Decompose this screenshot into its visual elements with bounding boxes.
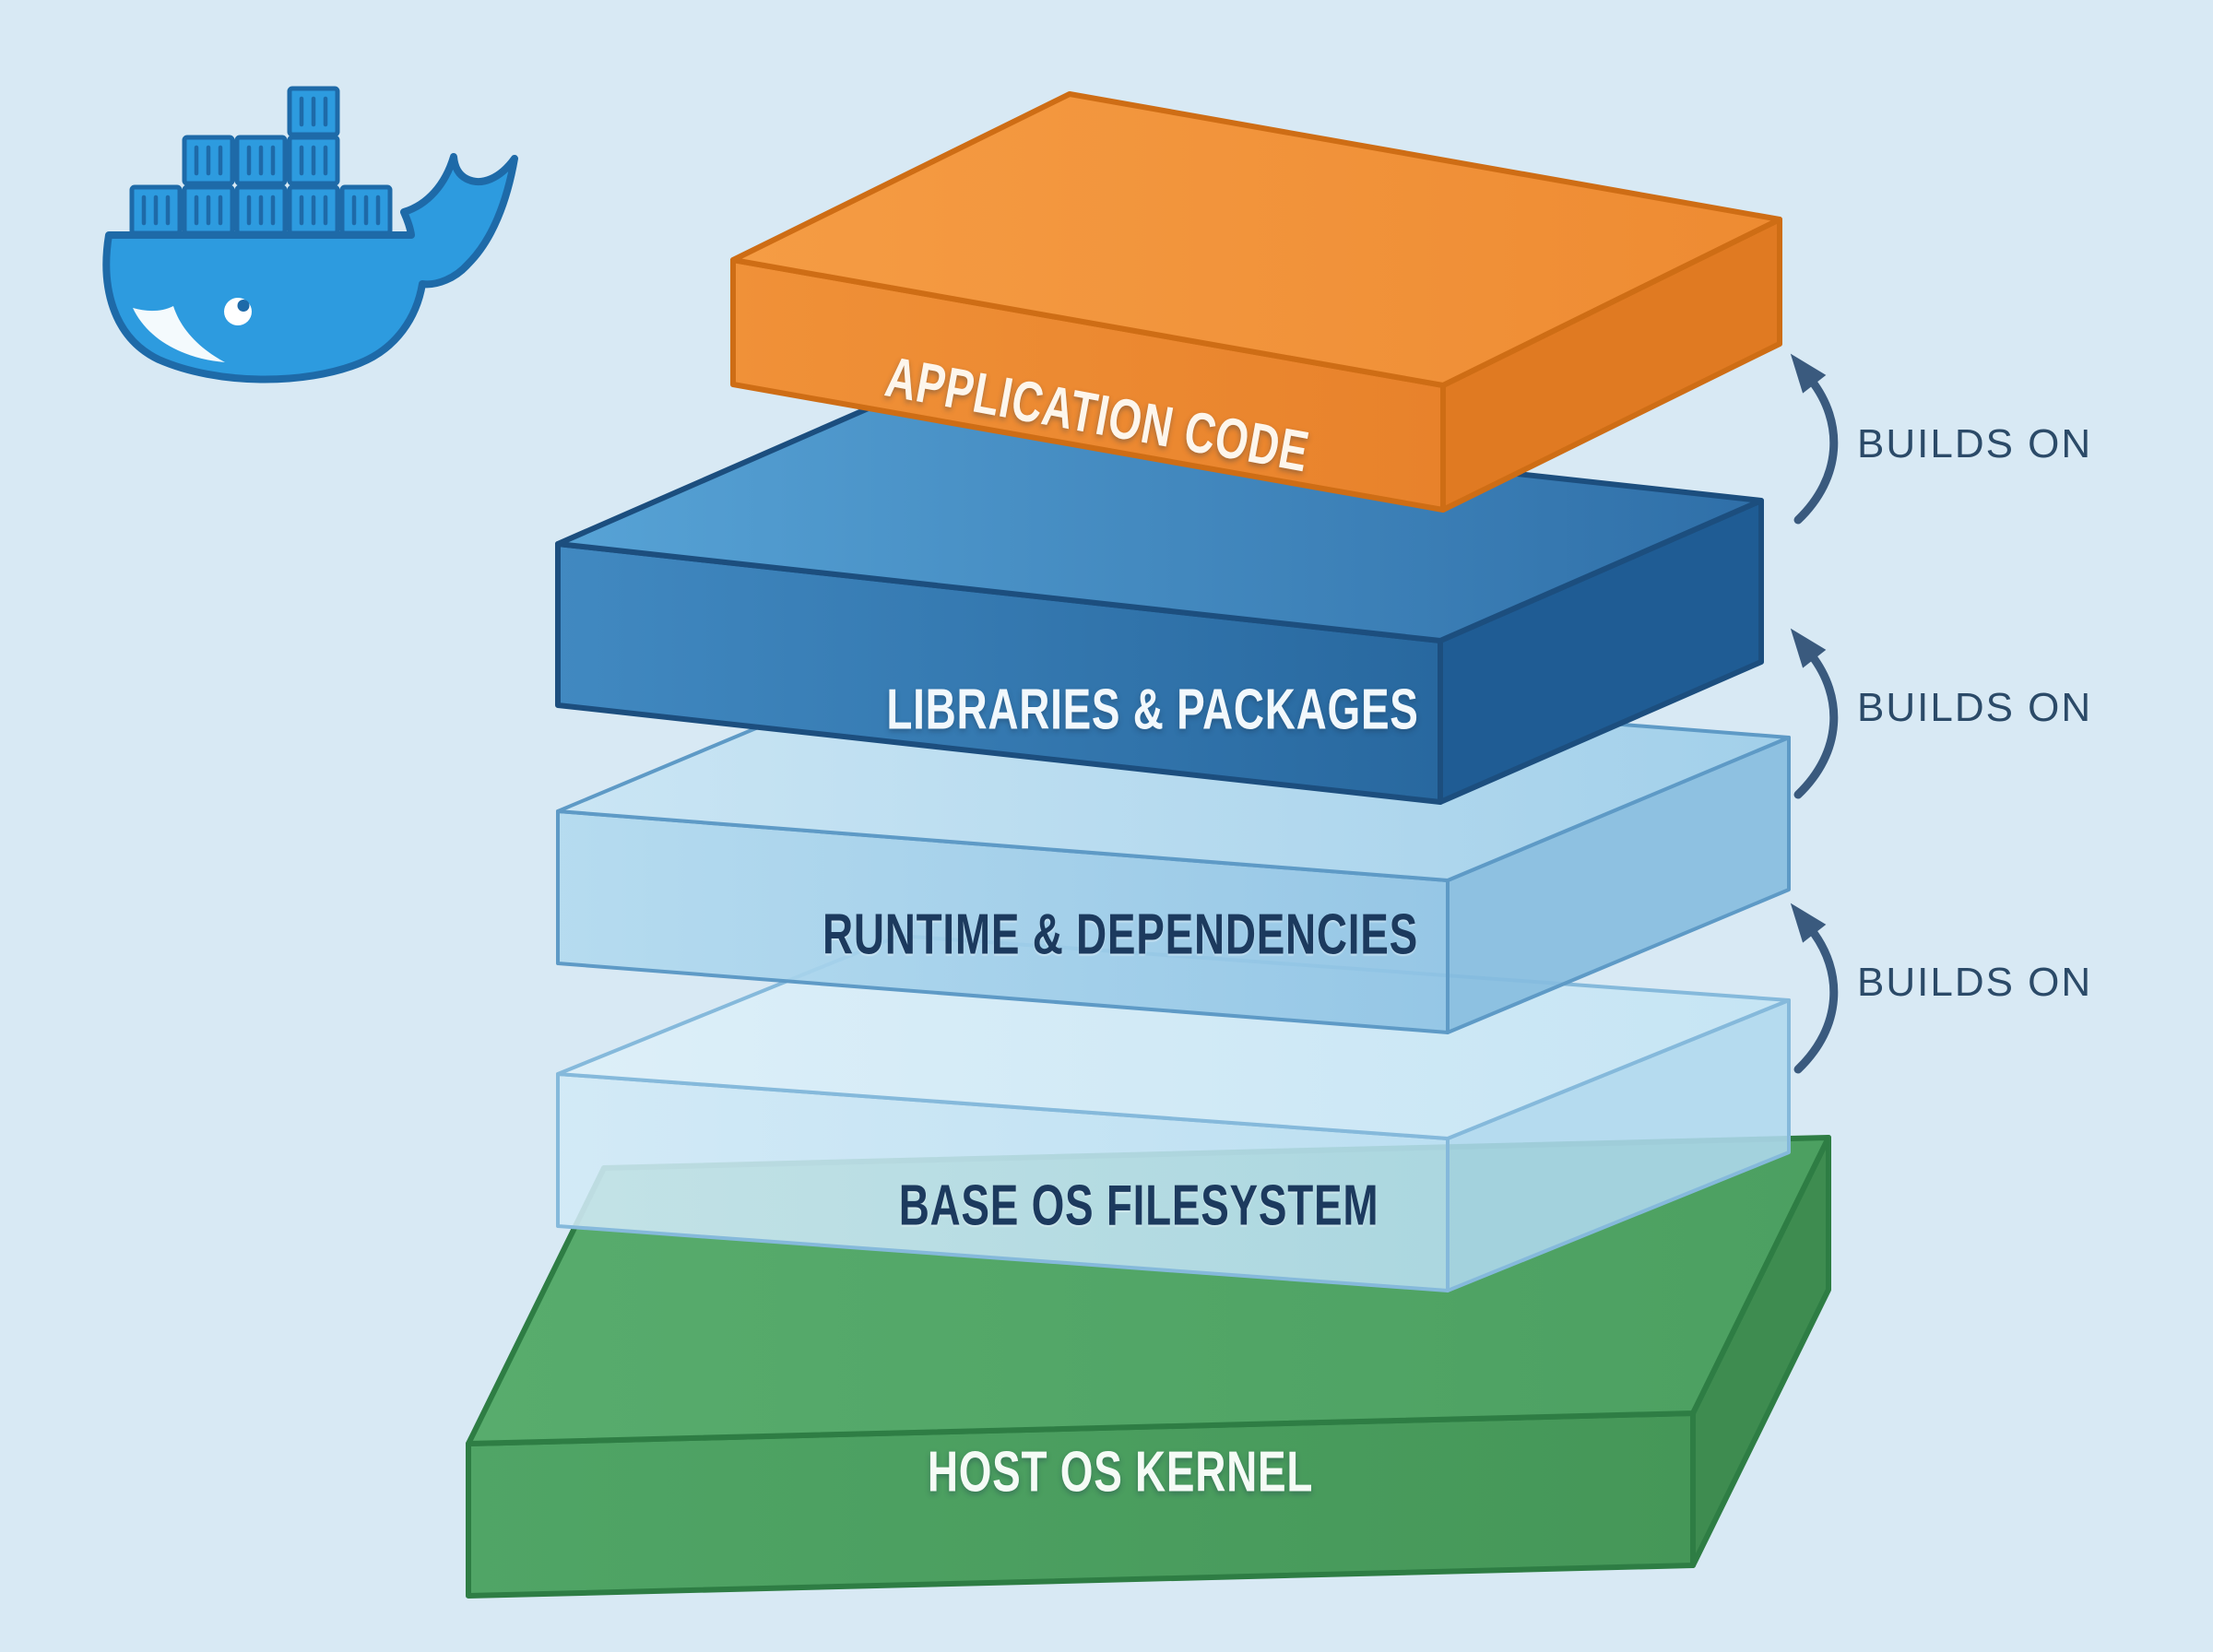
curved-arrow-icon-2 (1790, 628, 1839, 799)
builds-on-label-2: BUILDS ON (1857, 685, 2093, 730)
container-box-icon-4 (287, 135, 340, 186)
curved-arrow-icon-1 (1790, 353, 1839, 525)
container-box-icon-6 (182, 184, 235, 236)
layer-libraries-packages (555, 401, 1764, 805)
application-code-top-face (730, 91, 1782, 388)
layer-application-code (730, 91, 1782, 513)
layer-label-base-os-filesystem: BASE OS FILESYSTEM (898, 1174, 1379, 1238)
builds-on-arrows (1790, 353, 1839, 1074)
libraries-packages-top-face (555, 401, 1764, 643)
layer-label-host-os-kernel: HOST OS KERNEL (927, 1440, 1314, 1504)
layer-label-runtime-dependencies: RUNTIME & DEPENDENCIES (822, 903, 1418, 967)
builds-on-label-3: BUILDS ON (1857, 960, 2093, 1005)
docker-logo (102, 86, 518, 384)
builds-on-label-1: BUILDS ON (1857, 421, 2093, 466)
whale-pupil (237, 300, 250, 312)
container-box-icon-5 (129, 184, 183, 236)
whale-smile (133, 306, 225, 362)
container-box-icon-9 (339, 184, 393, 236)
container-box-icon-7 (234, 184, 288, 236)
container-box-icon-3 (234, 135, 288, 186)
container-box-icon-1 (287, 86, 340, 137)
container-box-icon-8 (287, 184, 340, 236)
container-box-icon-2 (182, 135, 235, 186)
curved-arrow-icon-3 (1790, 903, 1839, 1074)
whale-body (102, 153, 518, 384)
logo-containers (129, 86, 393, 236)
layer-label-libraries-packages: LIBRARIES & PACKAGES (886, 678, 1419, 742)
